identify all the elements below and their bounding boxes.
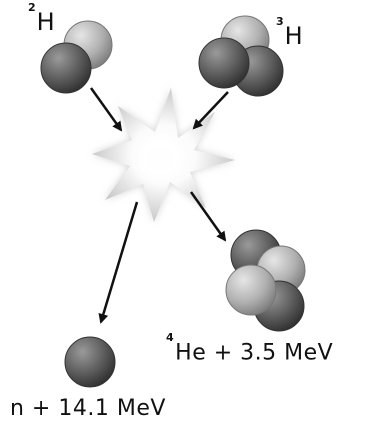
helium-energy-text: He + 3.5 MeV — [175, 340, 334, 366]
deuterium-label: 2H — [28, 2, 55, 36]
helium-label: 4He + 3.5 MeV — [166, 332, 334, 366]
neutron — [198, 37, 250, 89]
tritium-nucleus — [198, 15, 284, 97]
free-neutron — [64, 336, 116, 388]
tritium-symbol: H — [284, 22, 303, 50]
neutron — [40, 42, 92, 94]
arrow-deuterium-in — [89, 87, 123, 132]
neutron-label: n + 14.1 MeV — [10, 398, 166, 420]
deuterium-symbol: H — [36, 8, 55, 36]
deuterium-mass-number: 2 — [28, 1, 36, 14]
reaction-arrows — [89, 87, 229, 324]
helium-mass-number: 4 — [166, 331, 175, 344]
deuterium-nucleus — [40, 20, 113, 94]
neutron-energy-text: n + 14.1 MeV — [10, 396, 166, 421]
tritium-label: 3H — [276, 16, 303, 50]
fusion-flash — [92, 88, 235, 222]
tritium-mass-number: 3 — [276, 15, 284, 28]
helium-nucleus — [225, 229, 306, 332]
arrow-tritium-in — [192, 91, 229, 130]
arrow-helium-out — [189, 191, 227, 242]
arrow-neutron-out — [98, 201, 139, 324]
proton — [225, 264, 277, 316]
